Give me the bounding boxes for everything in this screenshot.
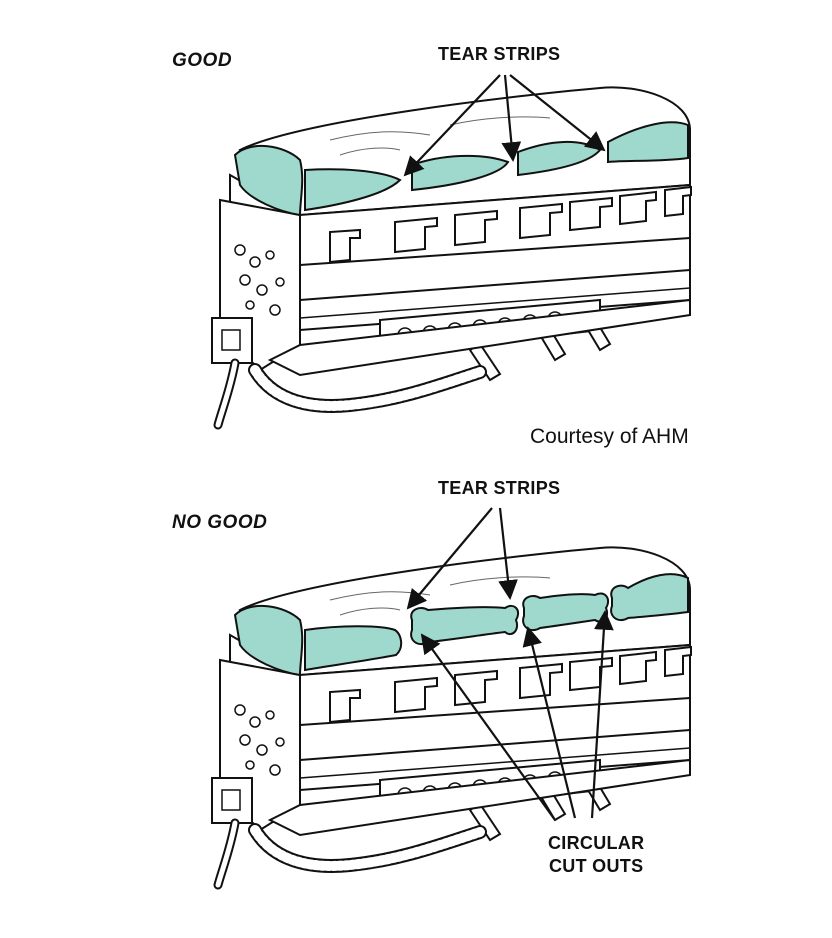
no-good-tear-strips-label: TEAR STRIPS <box>438 478 561 498</box>
no-good-condition-label: NO GOOD <box>172 512 268 533</box>
good-module <box>212 87 691 425</box>
cut-out-arrows <box>420 610 614 821</box>
good-condition-label: GOOD <box>172 50 233 71</box>
no-good-tear-strip-arrows <box>406 507 518 610</box>
good-tear-strip-arrows <box>403 74 606 177</box>
circular-cut-outs-label: CIRCULAR CUT OUTS <box>548 832 644 878</box>
circular-cut-outs-line2: CUT OUTS <box>548 856 644 876</box>
circular-cut-outs-line1: CIRCULAR <box>548 833 645 853</box>
credit-label: Courtesy of AHM <box>530 425 689 448</box>
good-tear-strips-label: TEAR STRIPS <box>438 44 561 64</box>
